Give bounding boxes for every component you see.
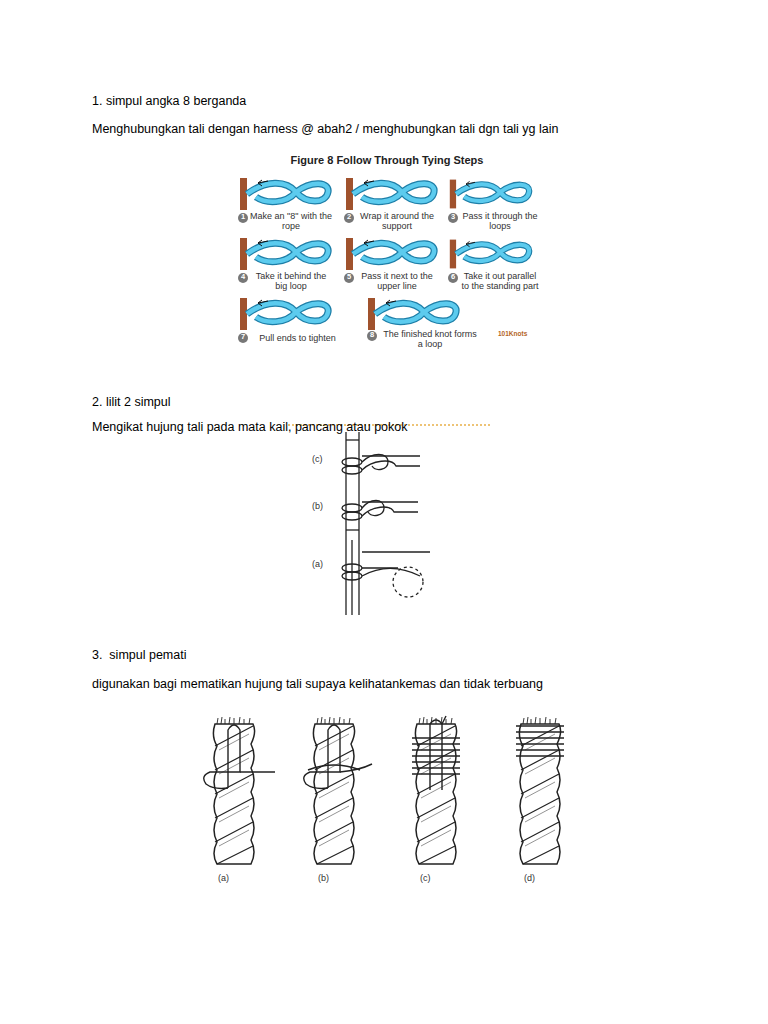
step-caption: Pass it through the loops: [460, 212, 540, 232]
step-caption: Wrap it around the support: [356, 212, 438, 232]
step-number: 7: [238, 333, 248, 341]
figure-label: (d): [524, 874, 535, 884]
section-heading: 3. simpul pemati: [92, 648, 186, 663]
step-number: 5: [344, 273, 354, 281]
figure-label: (c): [420, 874, 431, 884]
step-caption: Take it behind the big loop: [250, 272, 332, 292]
figure-label: (c): [312, 455, 323, 465]
step-number: 8: [367, 331, 377, 339]
step-number: 3: [448, 213, 458, 221]
step-caption: Make an "8" with the rope: [250, 212, 332, 232]
step-caption: Take it out parallel to the standing par…: [460, 272, 540, 292]
figure-label: (b): [312, 502, 323, 512]
figure-label: (a): [312, 560, 323, 570]
step-number: 4: [238, 273, 248, 281]
step-caption: The finished knot forms a loop: [380, 330, 480, 350]
body-text: digunakan bagi mematikan hujung tali sup…: [92, 677, 543, 692]
step-number: 1: [238, 213, 248, 221]
step-number: 2: [344, 213, 354, 221]
step-number: 6: [448, 273, 458, 281]
watermark: 101Knots: [498, 330, 527, 337]
section-heading: 1. simpul angka 8 berganda: [92, 94, 246, 109]
section-heading: 2. lilit 2 simpul: [92, 395, 171, 410]
figure-label: (b): [318, 874, 329, 884]
body-text: Menghubungkan tali dengan harness @ abah…: [92, 122, 559, 137]
step-caption: Pass it next to the upper line: [356, 272, 438, 292]
figure-title: Figure 8 Follow Through Tying Steps: [237, 154, 537, 167]
step-caption: Pull ends to tighten: [250, 334, 345, 344]
figure-label: (a): [218, 874, 229, 884]
body-text: Mengikat hujung tali pada mata kail, pan…: [92, 420, 408, 435]
